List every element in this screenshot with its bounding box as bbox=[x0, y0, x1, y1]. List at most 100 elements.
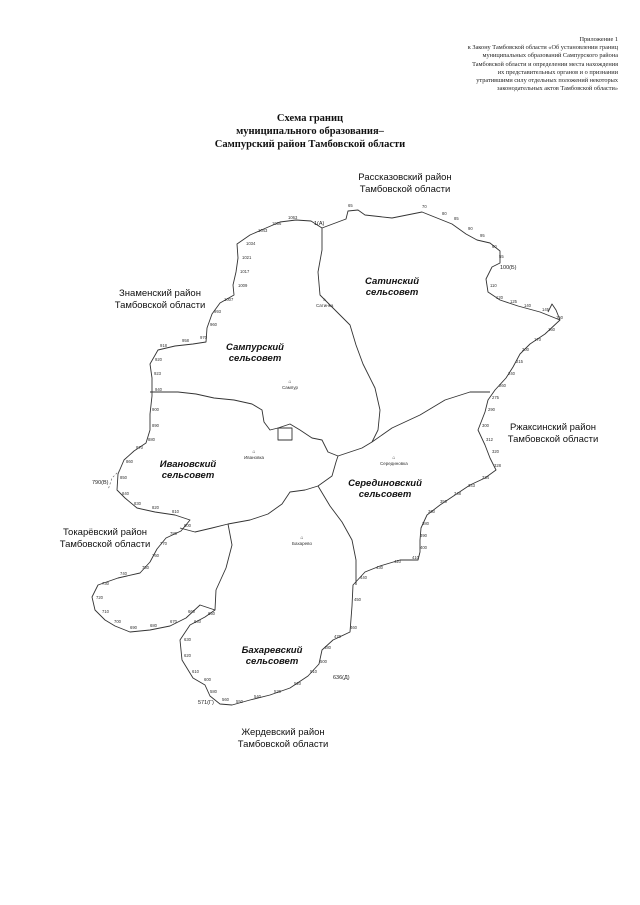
boundary-vertex-number: 380 bbox=[422, 521, 429, 526]
boundary-vertex-number: 750 bbox=[142, 565, 149, 570]
boundary-vertex-number: 600 bbox=[204, 677, 211, 682]
map-title-line-1: Схема границ bbox=[276, 113, 344, 124]
neighbor-name: Токарёвский район bbox=[62, 527, 148, 538]
sovet-seredinovsky-label: Серединовский сельсовет bbox=[340, 478, 430, 500]
settlement-name: Бахарево bbox=[292, 541, 313, 546]
boundary-vertex-number: 860 bbox=[126, 459, 133, 464]
boundary-vertex-number: 300 bbox=[482, 423, 489, 428]
boundary-vertex-number: 260 bbox=[499, 383, 506, 388]
boundary-vertex-number: 460 bbox=[350, 625, 357, 630]
neighbor-region: Тамбовской области bbox=[59, 539, 151, 550]
appendix-line: муниципальных образований Сампурского ра… bbox=[482, 52, 618, 60]
boundary-vertex-number: 55 bbox=[499, 254, 504, 259]
boundary-vertex-number: 710 bbox=[102, 609, 109, 614]
boundary-vertex-number: 275 bbox=[492, 395, 499, 400]
boundary-vertex-number: 660 bbox=[188, 609, 195, 614]
boundary-satinsky-seredinovsky bbox=[371, 391, 490, 443]
boundary-vertex-number: 110 bbox=[490, 283, 497, 288]
sovet-satinsky-label: Сатинский сельсовет bbox=[352, 276, 432, 298]
boundary-vertex-number: 890 bbox=[152, 423, 159, 428]
boundary-vertex-number: 970 bbox=[200, 335, 207, 340]
sovet-name: Сампурский bbox=[225, 342, 284, 353]
boundary-vertex-number: 343 bbox=[468, 483, 475, 488]
boundary-vertex-number: 620 bbox=[184, 653, 191, 658]
boundary-vertex-number: 680 bbox=[150, 623, 157, 628]
boundary-vertex-number: 560 bbox=[222, 697, 229, 702]
boundary-vertex-number: 360 bbox=[428, 509, 435, 514]
boundary-vertex-number: 390 bbox=[420, 533, 427, 538]
sovet-ivanovsky-label: Ивановский сельсовет bbox=[148, 459, 228, 481]
district-outer-boundary bbox=[91, 209, 561, 706]
boundary-vertex-number: 410 bbox=[412, 555, 419, 560]
sovet-bakharevsky-label: Бахаревский сельсовет bbox=[232, 645, 312, 667]
boundary-vertex-number: 170 bbox=[534, 337, 541, 342]
boundary-vertex-number: 720 bbox=[96, 595, 103, 600]
boundary-vertex-number: 630 bbox=[184, 637, 191, 642]
neighbor-rzhaksa-label: Ржаксинский район Тамбовской области bbox=[488, 422, 618, 446]
boundary-vertex-number: 65 bbox=[348, 203, 353, 208]
boundary-vertex-number: 400 bbox=[420, 545, 427, 550]
boundary-vertex-number: 923 bbox=[154, 371, 161, 376]
boundary-point-790v: 790(В) bbox=[92, 480, 109, 486]
appendix-line: к Закону Тамбовской области «Об установл… bbox=[467, 44, 618, 52]
boundary-vertex-number: 920 bbox=[155, 357, 162, 362]
appendix-line: утратившими силу отдельных положений нек… bbox=[476, 77, 618, 85]
boundary-vertex-number: 312 bbox=[486, 437, 493, 442]
boundary-vertex-number: 1007 bbox=[224, 297, 234, 302]
boundary-vertex-number: 740 bbox=[120, 571, 127, 576]
boundary-point-636d: 636(Д) bbox=[333, 675, 350, 681]
sovet-sampursky-label: Сампурский сельсовет bbox=[215, 342, 295, 364]
boundary-vertex-number: 880 bbox=[148, 437, 155, 442]
sovet-name: Бахаревский bbox=[241, 645, 303, 656]
sovet-type: сельсовет bbox=[161, 470, 215, 481]
neighbor-name: Жердевский район bbox=[241, 727, 325, 738]
boundary-vertex-number: 85 bbox=[454, 216, 459, 221]
boundary-vertex-number: 580 bbox=[210, 689, 217, 694]
boundary-vertex-number: 690 bbox=[130, 625, 137, 630]
neighbor-region: Тамбовской области bbox=[237, 739, 329, 750]
boundary-vertex-number: 940 bbox=[155, 387, 162, 392]
boundary-vertex-number: 145 bbox=[542, 307, 549, 312]
settlement-seredinovka: ⌂ Серединовка bbox=[380, 456, 408, 467]
boundary-vertex-number: 350 bbox=[440, 499, 447, 504]
boundary-vertex-number: 510 bbox=[310, 669, 317, 674]
boundary-vertex-number: 610 bbox=[192, 669, 199, 674]
boundary-vertex-number: 1066 bbox=[272, 221, 282, 226]
settlement-name: Сатинка bbox=[316, 303, 334, 308]
boundary-vertex-number: 520 bbox=[294, 681, 301, 686]
neighbor-name: Ржаксинский район bbox=[509, 422, 597, 433]
boundary-vertex-number: 1017 bbox=[240, 269, 250, 274]
house-icon: ⌂ bbox=[323, 297, 327, 303]
boundary-vertex-number: 328 bbox=[494, 463, 501, 468]
boundary-vertex-number: 530 bbox=[274, 689, 281, 694]
boundary-point-100b: 100(Б) bbox=[500, 265, 517, 271]
boundary-vertex-number: 760 bbox=[152, 553, 159, 558]
sovet-name: Ивановский bbox=[159, 459, 217, 470]
boundary-vertex-number: 80 bbox=[442, 211, 447, 216]
boundary-vertex-number: 900 bbox=[152, 407, 159, 412]
neighbor-tokarevka-label: Токарёвский район Тамбовской области bbox=[40, 527, 170, 551]
settlement-bakharevo: ⌂ Бахарево bbox=[292, 536, 313, 547]
boundary-vertex-number: 150 bbox=[556, 315, 563, 320]
boundary-vertex-number: 348 bbox=[454, 491, 461, 496]
neighbor-region: Тамбовской области bbox=[359, 184, 451, 195]
appendix-line: Тамбовской области и определении места н… bbox=[472, 60, 618, 68]
boundary-vertex-number: 840 bbox=[122, 491, 129, 496]
boundary-vertex-number: 540 bbox=[254, 694, 261, 699]
neighbor-region: Тамбовской области bbox=[114, 300, 206, 311]
boundary-vertex-number: 800 bbox=[184, 523, 191, 528]
boundary-vertex-number: 480 bbox=[324, 645, 331, 650]
boundary-inset-square bbox=[277, 427, 293, 441]
boundary-vertex-number: 60 bbox=[492, 244, 497, 249]
boundary-vertex-number: 780 bbox=[170, 531, 177, 536]
boundary-vertex-number: 90 bbox=[468, 226, 473, 231]
boundary-vertex-number: 1063 bbox=[288, 215, 298, 220]
boundary-vertex-number: 1009 bbox=[238, 283, 248, 288]
settlement-ivanovka: ⌂ Ивановка bbox=[244, 450, 264, 461]
boundary-vertex-number: 1043 bbox=[258, 228, 268, 233]
boundary-vertex-number: 730 bbox=[102, 581, 109, 586]
neighbor-region: Тамбовской области bbox=[507, 434, 599, 445]
boundary-vertex-number: 770 bbox=[160, 541, 167, 546]
boundary-vertex-number: 1034 bbox=[246, 241, 256, 246]
